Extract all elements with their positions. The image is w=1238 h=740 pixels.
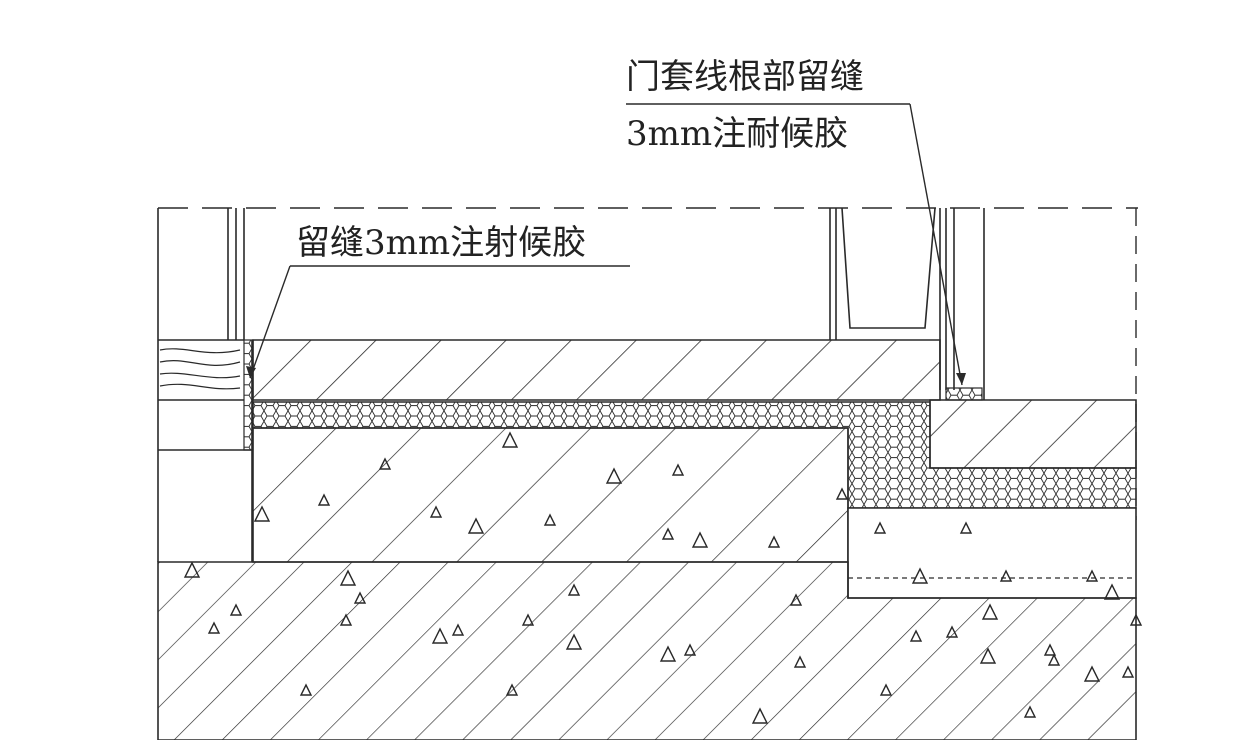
aggregate-triangle bbox=[661, 527, 675, 540]
aggregate-triangle bbox=[873, 521, 887, 534]
aggregate-triangle bbox=[253, 505, 271, 522]
aggregate-triangle bbox=[353, 591, 367, 604]
aggregate-triangle bbox=[981, 603, 999, 620]
aggregate-triangle bbox=[565, 633, 583, 650]
floor-stone-slab bbox=[252, 339, 941, 401]
aggregate-triangle bbox=[793, 655, 807, 668]
threshold-stone bbox=[929, 399, 1137, 469]
aggregate-triangle bbox=[909, 629, 923, 642]
aggregate-triangle bbox=[339, 569, 357, 586]
callout-base-sealant: 留缝3mm注射候胶 bbox=[296, 223, 587, 263]
leader-arrows bbox=[246, 366, 966, 385]
aggregate-triangle bbox=[501, 431, 519, 448]
aggregate-triangle bbox=[605, 467, 623, 484]
aggregate-triangle bbox=[1023, 705, 1037, 718]
aggregate-triangle bbox=[521, 613, 535, 626]
aggregate-triangle bbox=[431, 627, 449, 644]
aggregate-triangle bbox=[451, 623, 465, 636]
aggregate-triangle bbox=[1083, 665, 1101, 682]
leader-line-b bbox=[909, 103, 963, 386]
aggregate-triangle bbox=[378, 457, 392, 470]
aggregate-triangle bbox=[429, 505, 443, 518]
aggregate-triangle bbox=[543, 513, 557, 526]
callout-frame-gap-line2: 3mm注耐候胶 bbox=[626, 114, 849, 154]
aggregate-triangle bbox=[183, 561, 201, 578]
aggregate-triangle bbox=[979, 647, 997, 664]
aggregate-triangle bbox=[1129, 613, 1143, 626]
aggregate-triangle bbox=[683, 643, 697, 656]
aggregate-triangle bbox=[317, 493, 331, 506]
left-sealant-strip bbox=[243, 339, 254, 451]
aggregate-triangle bbox=[1085, 569, 1099, 582]
aggregate-triangle bbox=[999, 569, 1013, 582]
aggregate-triangle bbox=[505, 683, 519, 696]
aggregate-triangle bbox=[207, 621, 221, 634]
aggregate-triangle bbox=[299, 683, 313, 696]
leveling-layer-left bbox=[252, 427, 849, 563]
aggregate-triangle bbox=[911, 567, 929, 584]
aggregate-triangle bbox=[671, 463, 685, 476]
aggregate-triangle bbox=[229, 603, 243, 616]
aggregate-triangle bbox=[1121, 665, 1135, 678]
wood-frame-block bbox=[159, 348, 241, 390]
arrow-b bbox=[956, 373, 966, 385]
aggregate-triangle bbox=[789, 593, 803, 606]
aggregate-triangle bbox=[691, 531, 709, 548]
aggregate-triangle bbox=[767, 535, 781, 548]
aggregate-triangle bbox=[879, 683, 893, 696]
aggregate-triangle bbox=[835, 487, 849, 500]
leveling-layer-right bbox=[847, 507, 1137, 599]
aggregate-triangle bbox=[467, 517, 485, 534]
aggregate-triangle bbox=[959, 521, 973, 534]
door-sealant-joint bbox=[945, 387, 983, 401]
aggregate-triangle bbox=[339, 613, 353, 626]
leader-lines bbox=[249, 103, 963, 386]
aggregate-triangle bbox=[1047, 653, 1061, 666]
callout-frame-gap-line1: 门套线根部留缝 bbox=[626, 57, 864, 97]
aggregate-marks bbox=[183, 431, 1143, 724]
aggregate-triangle bbox=[1043, 643, 1057, 656]
aggregate-triangle bbox=[567, 583, 581, 596]
aggregate-triangle bbox=[1103, 583, 1121, 600]
aggregate-triangle bbox=[945, 625, 959, 638]
leader-line-a bbox=[249, 265, 291, 379]
arrow-a bbox=[246, 366, 256, 378]
aggregate-triangle bbox=[659, 645, 677, 662]
aggregate-triangle bbox=[751, 707, 769, 724]
